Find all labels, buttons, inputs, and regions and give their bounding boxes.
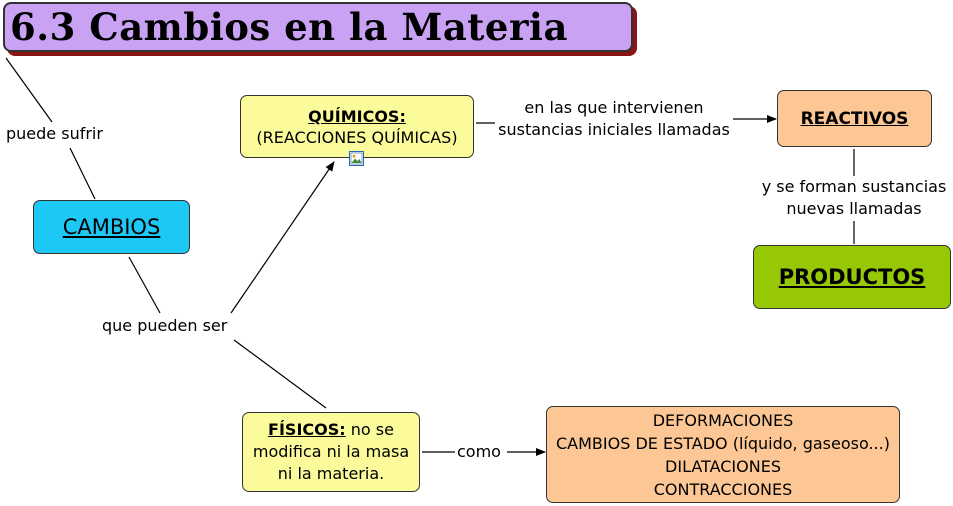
example-cambios-de-estado: CAMBIOS DE ESTADO (líquido, gaseoso...) — [556, 433, 890, 453]
fisicos-text-2: modifica ni la masa — [252, 442, 410, 461]
concept-quimicos[interactable]: QUÍMICOS: (REACCIONES QUÍMICAS) — [240, 95, 474, 158]
line-label-to-cambios — [69, 147, 96, 200]
example-contracciones: CONTRACCIONES — [653, 479, 793, 499]
link-text-intervienen-1: en las que intervienen — [524, 98, 704, 117]
line-label-to-fisicos — [233, 339, 327, 409]
concept-reactivos[interactable]: REACTIVOS — [777, 90, 932, 147]
reactivos-label: REACTIVOS — [800, 108, 909, 129]
line-title-to-label — [5, 57, 53, 123]
link-label-puede-sufrir: puede sufrir — [6, 123, 103, 145]
concept-cambios[interactable]: CAMBIOS — [33, 200, 190, 254]
example-deformaciones: DEFORMACIONES — [652, 410, 794, 430]
line-cambios-to-label — [128, 256, 161, 314]
fisicos-heading: FÍSICOS: — [268, 420, 346, 439]
fisicos-text-3: ni la materia. — [277, 464, 385, 483]
quimicos-heading: QUÍMICOS: — [308, 106, 406, 126]
link-label-que-pueden-ser: que pueden ser — [102, 315, 228, 337]
fisicos-text-1: no se — [350, 420, 394, 439]
cambios-label: CAMBIOS — [62, 215, 161, 239]
concept-fisicos[interactable]: FÍSICOS: no se modifica ni la masa ni la… — [242, 412, 420, 492]
page-title: 6.3 Cambios en la Materia — [10, 5, 568, 49]
link-text-forman-2: nuevas llamadas — [786, 199, 922, 218]
link-text-forman-1: y se forman sustancias — [761, 177, 947, 196]
fisicos-line-1: FÍSICOS: no se — [268, 419, 394, 441]
concept-examples[interactable]: DEFORMACIONES CAMBIOS DE ESTADO (líquido… — [546, 406, 900, 503]
image-icon[interactable] — [349, 151, 364, 166]
link-label-como: como — [457, 441, 501, 463]
link-label-intervienen: en las que intervienen sustancias inicia… — [496, 97, 732, 141]
link-text-que-pueden-ser: que pueden ser — [102, 316, 228, 335]
example-dilataciones: DILATACIONES — [665, 456, 781, 476]
quimicos-subtitle: (REACCIONES QUÍMICAS) — [256, 127, 458, 147]
link-text-como: como — [457, 442, 501, 461]
link-label-forman: y se forman sustancias nuevas llamadas — [756, 176, 952, 220]
title-box: 6.3 Cambios en la Materia — [3, 2, 633, 52]
productos-label: PRODUCTOS — [778, 265, 926, 289]
line-label-to-quimicos — [230, 161, 335, 314]
link-text-puede-sufrir: puede sufrir — [6, 124, 103, 143]
concept-productos[interactable]: PRODUCTOS — [753, 245, 951, 309]
link-text-intervienen-2: sustancias iniciales llamadas — [498, 120, 730, 139]
